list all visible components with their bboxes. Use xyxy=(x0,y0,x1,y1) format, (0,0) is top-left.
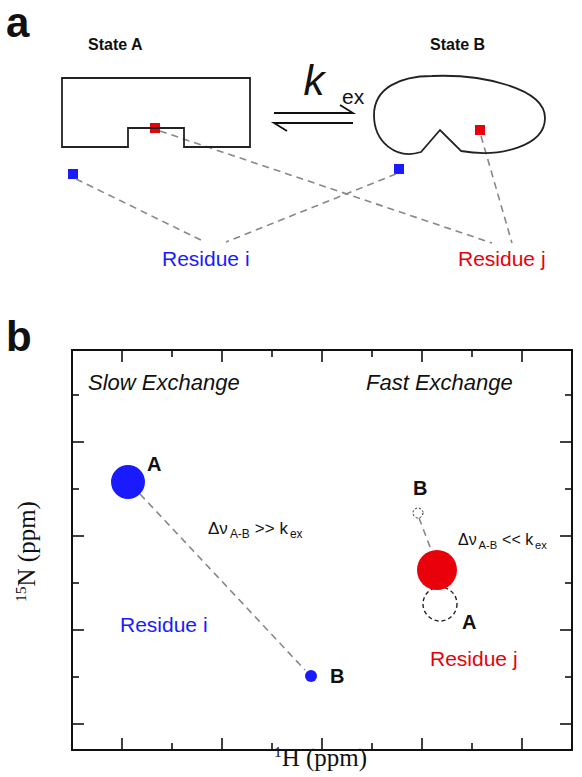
residue-label: Residue j xyxy=(430,648,518,669)
label-group: 15N (ppm) xyxy=(12,498,40,602)
axis-ticks xyxy=(72,350,572,750)
state-outline-path xyxy=(62,78,250,147)
residue-marker xyxy=(394,164,404,174)
exchange-lines xyxy=(140,494,432,670)
state-shape: State A xyxy=(58,36,254,152)
state-letter: A xyxy=(462,612,476,632)
state-letter: B xyxy=(413,478,427,498)
comparison: >> k xyxy=(255,519,288,538)
residue-label: Residue j xyxy=(458,248,546,269)
rate-subscript: ex xyxy=(342,86,364,107)
delta-nu: Δν xyxy=(208,519,228,538)
rate-subscript: ex xyxy=(535,539,547,551)
comparison: << k xyxy=(502,531,533,548)
axis-title: H (ppm) xyxy=(282,744,367,771)
delta-nu-sub: A-B xyxy=(479,539,498,551)
peak-b xyxy=(305,670,317,682)
panel-letter: a xyxy=(6,2,29,44)
peak-a-ghost xyxy=(423,587,457,621)
rate-constant: k xyxy=(304,60,325,102)
label-group: ΔνA-B << kex xyxy=(458,531,547,551)
equilibrium-arrow xyxy=(274,105,353,131)
residue-marker xyxy=(68,169,78,179)
isotope-number: 1 xyxy=(274,743,282,760)
peak-b-ghost xyxy=(413,508,423,518)
state-outline xyxy=(369,36,549,160)
delta-nu: Δν xyxy=(458,531,477,548)
state-letter: A xyxy=(147,454,161,474)
label-group: 1H (ppm) xyxy=(274,743,370,771)
state-outline xyxy=(58,36,254,152)
isotope-number: 15 xyxy=(12,586,29,602)
leader-lines xyxy=(76,131,512,243)
peak-a xyxy=(111,465,145,499)
state-letter: B xyxy=(330,666,344,686)
axis-title: N (ppm) xyxy=(13,501,40,586)
delta-nu-sub: A-B xyxy=(230,527,250,541)
rate-subscript: ex xyxy=(290,527,303,541)
state-shape: State B xyxy=(369,36,549,160)
residue-marker xyxy=(475,125,485,135)
state-title: State B xyxy=(430,36,485,54)
regime-label: Slow Exchange xyxy=(88,372,240,394)
residue-label: Residue i xyxy=(120,614,208,635)
regime-label: Fast Exchange xyxy=(366,372,513,394)
residue-label: Residue i xyxy=(162,248,250,269)
state-outline-path xyxy=(374,76,545,154)
label-group: ΔνA-B >> kex xyxy=(208,520,303,541)
averaged-peak xyxy=(417,550,457,590)
panel-letter: b xyxy=(6,316,32,358)
plot-frame xyxy=(72,350,572,750)
state-title: State A xyxy=(88,36,143,54)
